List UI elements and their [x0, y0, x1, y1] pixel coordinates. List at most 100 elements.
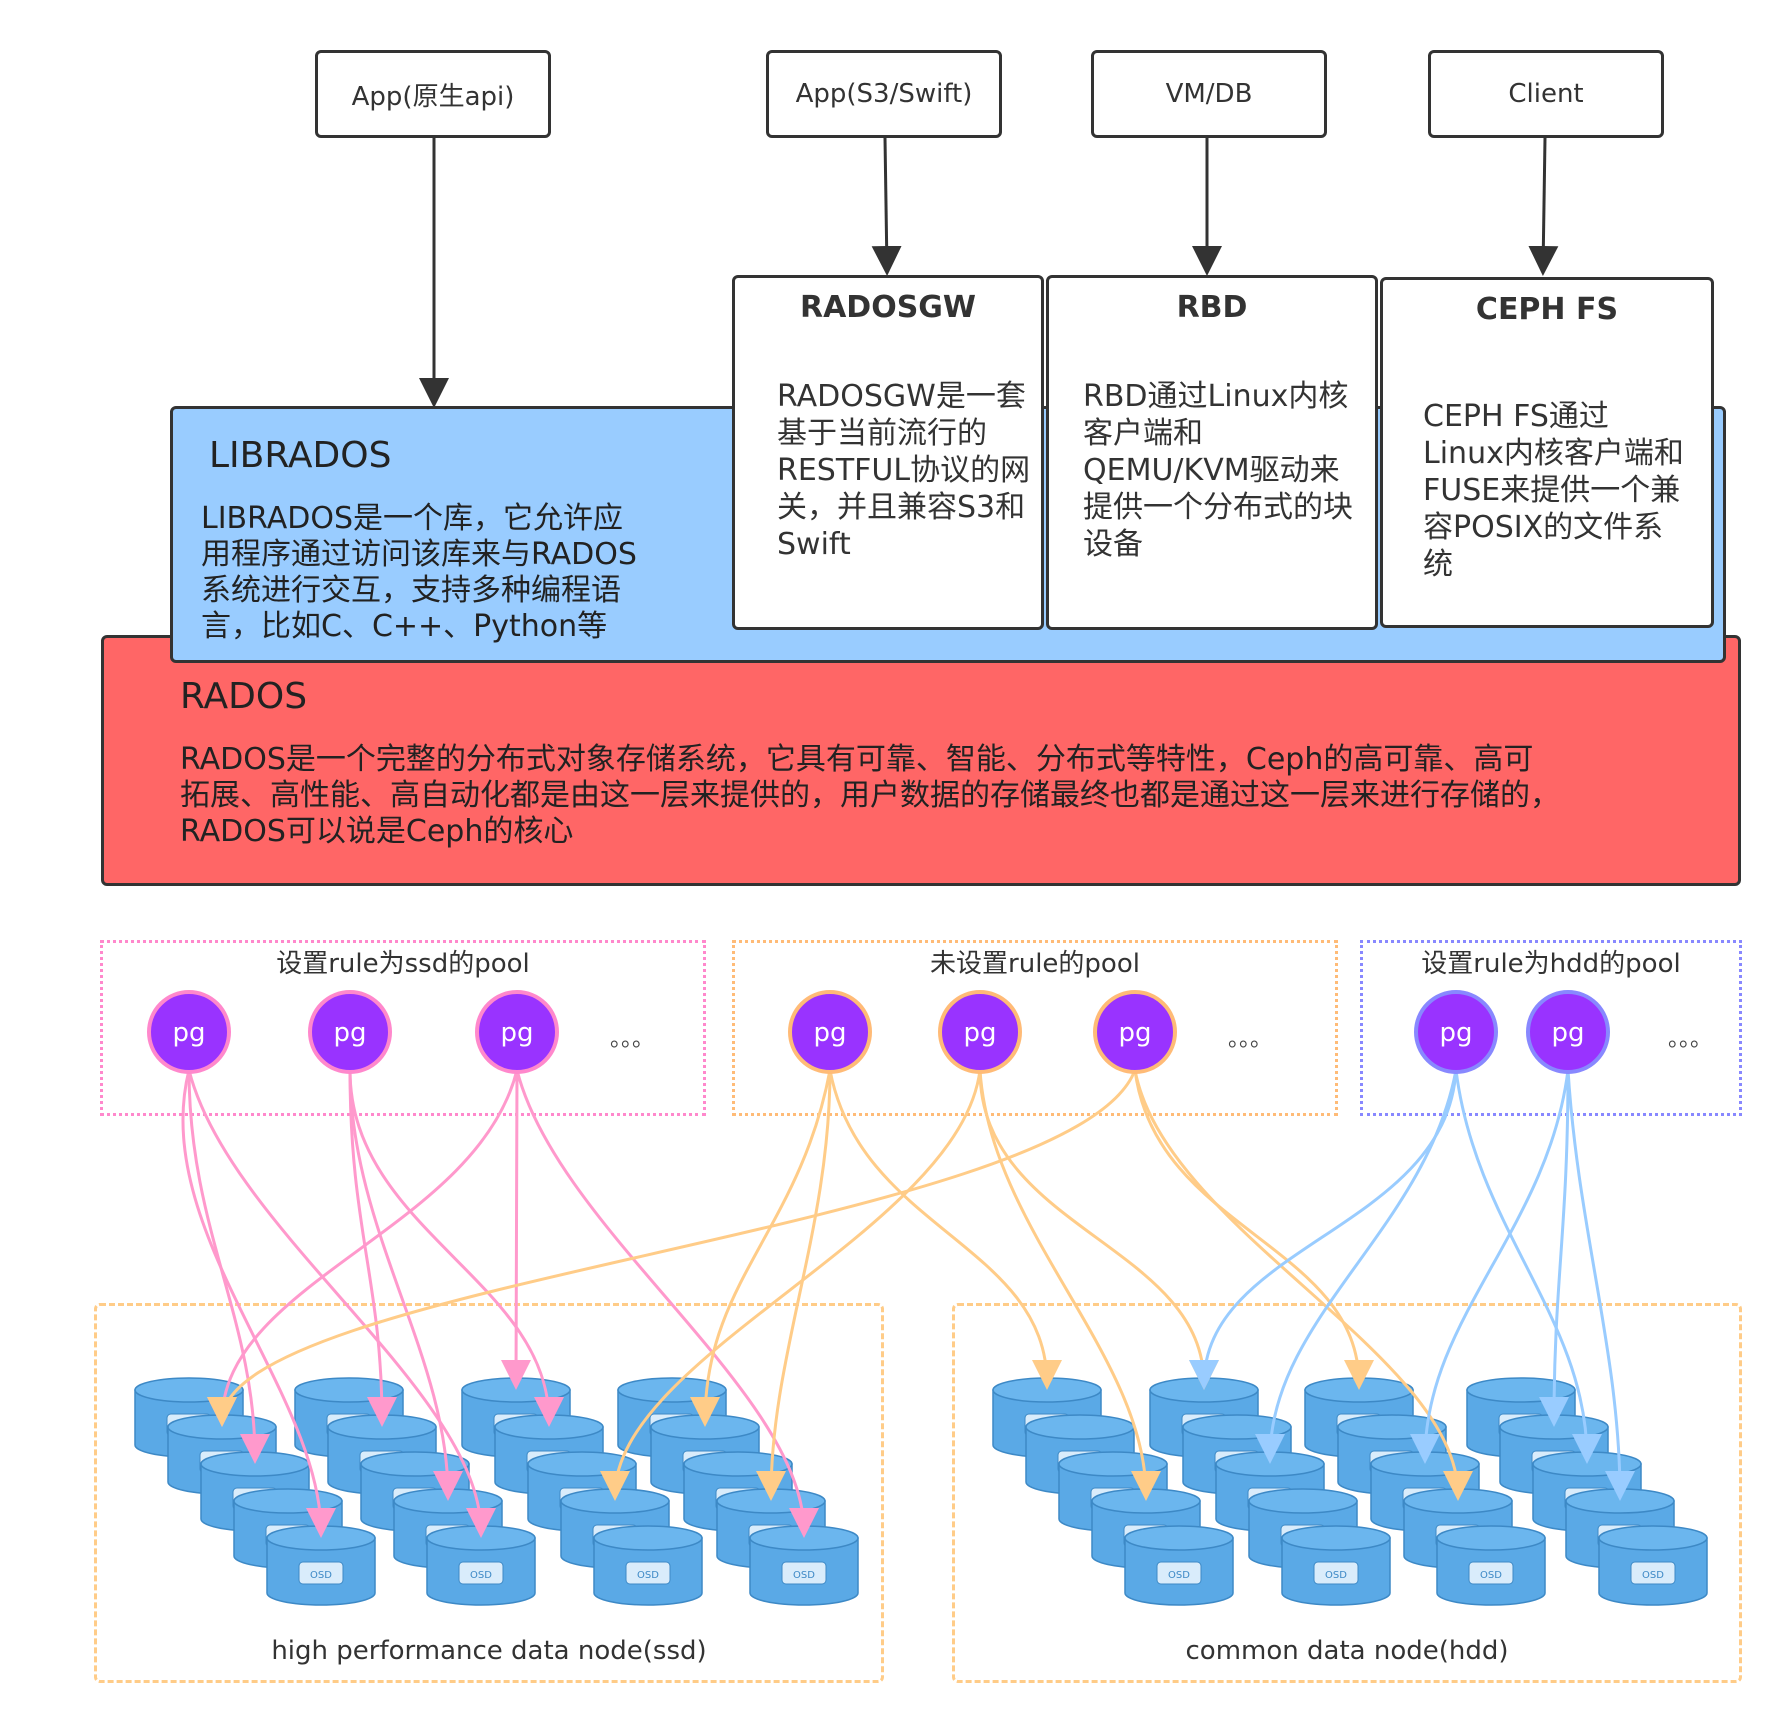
pool-default: 未设置rule的pool	[732, 940, 1338, 1116]
pg-label: pg	[172, 1018, 205, 1048]
arrow-client-to-cephfs	[1528, 137, 1559, 276]
pg-osd-edge	[1566, 1069, 1635, 1501]
pg-osd-edge	[1539, 1069, 1570, 1427]
pg-osd-edge	[600, 1069, 982, 1501]
pg-osd-edge	[187, 1069, 496, 1538]
pg-node: pg	[1526, 990, 1610, 1074]
pg-osd-edge	[1410, 1069, 1570, 1464]
pg-osd-edge	[207, 1069, 1137, 1427]
pg-osd-edge	[690, 1069, 832, 1427]
disk-plate	[1156, 1561, 1202, 1585]
client-label: Client	[1508, 79, 1584, 109]
pg-osd-edge	[1454, 1069, 1602, 1464]
disk-label: OSD	[1325, 1570, 1347, 1581]
pg-circle	[788, 990, 872, 1074]
pg-osd-edge	[187, 1069, 270, 1464]
disk-top	[1248, 1488, 1358, 1514]
pg-osd-edge	[501, 1069, 532, 1390]
disk-label: OSD	[310, 1570, 332, 1581]
pg-circle	[1526, 990, 1610, 1074]
osd-disk: OSD	[1281, 1525, 1391, 1606]
disk-label: OSD	[637, 1570, 659, 1581]
pg-label: pg	[333, 1018, 366, 1048]
pg-osd-edge	[978, 1069, 1219, 1390]
rados-desc: RADOS是一个完整的分布式对象存储系统，它具有可靠、智能、分布式等特性，Cep…	[180, 742, 1560, 849]
disk-plate	[1468, 1561, 1514, 1585]
disk-label: OSD	[1480, 1570, 1502, 1581]
pool-hdd: 设置rule为hdd的pool	[1360, 940, 1742, 1116]
client-vm-db: VM/DB	[1091, 50, 1327, 138]
disk-top	[1337, 1414, 1447, 1440]
service-title: RADOSGW	[799, 290, 977, 325]
service-cephfs: CEPH FS CEPH FS通过Linux内核客户端和FUSE来提供一个兼容P…	[1380, 277, 1714, 628]
disk-top	[593, 1525, 703, 1551]
pg-label: pg	[500, 1018, 533, 1048]
disk-top	[134, 1377, 244, 1403]
pg-node: pg	[308, 990, 392, 1074]
disk-plate	[781, 1561, 827, 1585]
pg-circle	[475, 990, 559, 1074]
pg-label: pg	[963, 1018, 996, 1048]
osd-disk: OSD	[266, 1525, 376, 1606]
osd-disk: OSD	[1436, 1525, 1546, 1606]
pg-circle	[1093, 990, 1177, 1074]
client-app-s3: App(S3/Swift)	[766, 50, 1002, 138]
pool-label: 未设置rule的pool	[930, 949, 1140, 979]
service-rbd: RBD RBD通过Linux内核客户端和QEMU/KVM驱动来提供一个分布式的块…	[1046, 275, 1378, 630]
disk-top	[1124, 1525, 1234, 1551]
osd-disk: OSD	[426, 1525, 536, 1606]
disk-plate	[1630, 1561, 1676, 1585]
pg-osd-edge	[828, 1069, 1062, 1390]
pg-osd-edge	[348, 1069, 397, 1427]
disk-plate	[458, 1561, 504, 1585]
client-label: App(原生api)	[351, 81, 515, 112]
client-client: Client	[1428, 50, 1664, 138]
disk-top	[683, 1451, 793, 1477]
node-ssd: high performance data node(ssd)	[94, 1303, 884, 1683]
disk-label: OSD	[793, 1570, 815, 1581]
arrow-app-s3-to-radosgw	[871, 137, 902, 276]
pg-node: pg	[475, 990, 559, 1074]
pool-ssd: 设置rule为ssd的pool	[100, 940, 706, 1116]
pg-node: pg	[788, 990, 872, 1074]
pg-node: pg	[1414, 990, 1498, 1074]
service-desc: RBD通过Linux内核客户端和QEMU/KVM驱动来提供一个分布式的块设备	[1083, 379, 1353, 562]
disk-top	[1281, 1525, 1391, 1551]
disk-top	[527, 1451, 637, 1477]
disk-plate	[1313, 1561, 1359, 1585]
rados-layer: RADOS RADOS是一个完整的分布式对象存储系统，它具有可靠、智能、分布式等…	[101, 635, 1741, 886]
pg-node: pg	[147, 990, 231, 1074]
disk-top	[1058, 1451, 1168, 1477]
librados-desc: LIBRADOS是一个库，它允许应用程序通过访问该库来与RADOS系统进行交互，…	[201, 501, 637, 644]
disk-top	[1436, 1525, 1546, 1551]
node-label: common data node(hdd)	[1185, 1636, 1509, 1666]
pg-node: pg	[938, 990, 1022, 1074]
disk-label: OSD	[1168, 1570, 1190, 1581]
node-label: high performance data node(ssd)	[271, 1636, 707, 1666]
pg-osd-edge	[756, 1069, 832, 1501]
service-title: RBD	[1176, 290, 1248, 325]
pg-circle	[938, 990, 1022, 1074]
pool-ellipsis: 。。。	[610, 1027, 654, 1052]
pg-osd-edge	[1189, 1069, 1458, 1390]
client-label: VM/DB	[1165, 79, 1253, 109]
osd-disk: OSD	[593, 1525, 703, 1606]
pg-label: pg	[1551, 1018, 1584, 1048]
pool-label: 设置rule为ssd的pool	[276, 949, 530, 979]
disk-top	[1466, 1377, 1576, 1403]
pg-circle	[308, 990, 392, 1074]
pg-node: pg	[1093, 990, 1177, 1074]
disk-top	[294, 1377, 404, 1403]
disk-label: OSD	[1642, 1570, 1664, 1581]
service-desc: CEPH FS通过Linux内核客户端和FUSE来提供一个兼容POSIX的文件系…	[1423, 399, 1684, 582]
pg-osd-edge	[978, 1069, 1161, 1501]
pg-circle	[1414, 990, 1498, 1074]
disk-top	[1025, 1414, 1135, 1440]
pg-osd-edge	[181, 1069, 336, 1538]
rados-title: RADOS	[180, 676, 308, 717]
service-title: CEPH FS	[1475, 292, 1619, 327]
pg-circle	[147, 990, 231, 1074]
service-radosgw: RADOSGW RADOSGW是一套基于当前流行的RESTFUL协议的网关，并且…	[732, 275, 1044, 630]
pg-label: pg	[813, 1018, 846, 1048]
disk-top	[1182, 1414, 1292, 1440]
